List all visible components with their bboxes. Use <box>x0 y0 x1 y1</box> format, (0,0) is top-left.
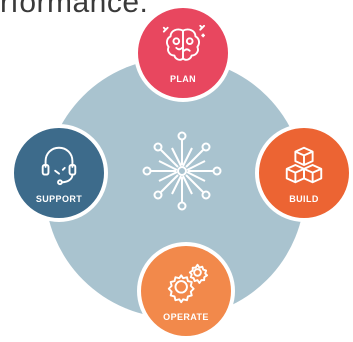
network-burst-icon <box>142 131 222 211</box>
brain-gears-icon <box>162 24 206 61</box>
node-build-label: BUILD <box>289 194 319 204</box>
node-build: BUILD <box>255 124 353 222</box>
node-support: SUPPORT <box>10 124 108 222</box>
node-plan-label: PLAN <box>169 74 197 84</box>
node-plan: PLAN <box>134 4 232 102</box>
page-title: rformance. <box>0 0 149 19</box>
gears-icon <box>167 263 209 304</box>
node-support-label: SUPPORT <box>35 194 83 204</box>
node-operate: OPERATE <box>137 242 235 340</box>
headset-icon <box>41 146 77 186</box>
stacked-boxes-icon <box>285 146 323 184</box>
node-operate-label: OPERATE <box>163 312 209 322</box>
